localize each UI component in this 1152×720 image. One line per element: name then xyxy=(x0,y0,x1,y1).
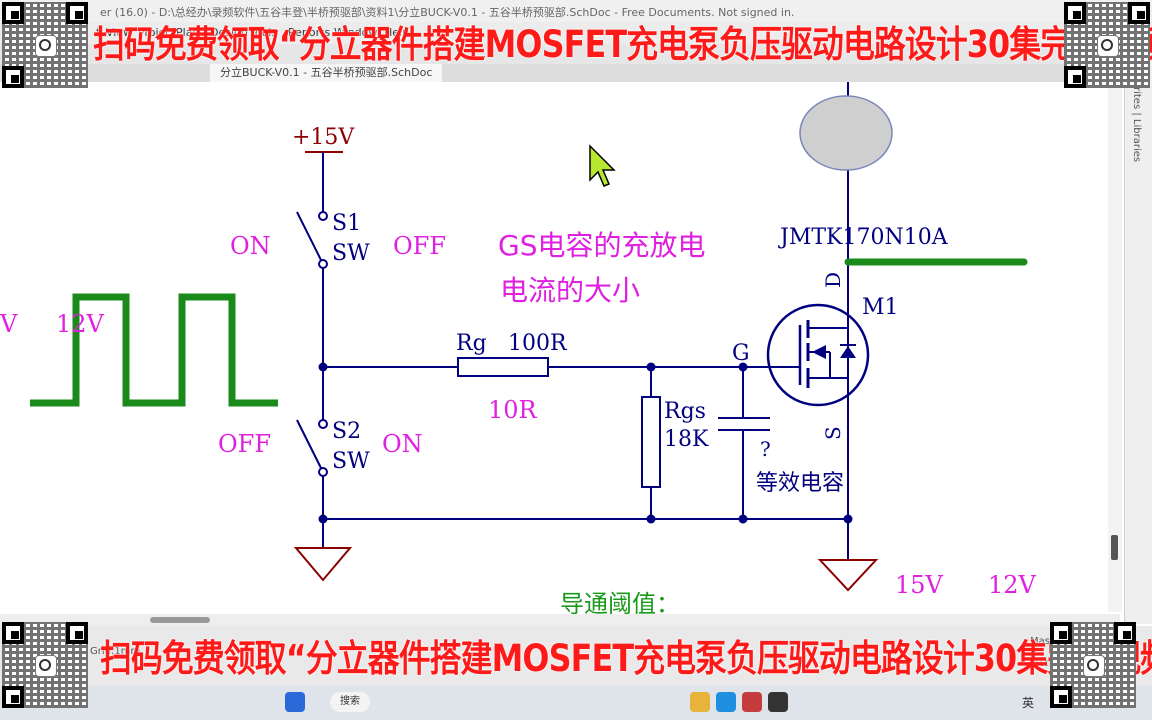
supply-label: +15V xyxy=(292,125,355,150)
status-grid: Grid:1mm xyxy=(90,646,141,657)
mosfet-part: JMTK170N10A xyxy=(778,225,949,250)
taskbar xyxy=(0,686,1152,720)
menu-item-window[interactable]: Window xyxy=(334,26,378,39)
qr-code xyxy=(2,2,88,88)
side-panel[interactable]: Favorites | Libraries xyxy=(1124,44,1152,624)
horizontal-scroll-thumb[interactable] xyxy=(150,617,210,623)
s1-label: S1 xyxy=(332,211,361,236)
status-mas: Mas xyxy=(1030,636,1050,647)
s1-blade xyxy=(296,211,322,261)
menu-item-design[interactable]: Design xyxy=(210,26,248,39)
ground-left xyxy=(293,547,353,582)
rg-alt-value: 10R xyxy=(488,396,538,424)
s1-type: SW xyxy=(332,241,370,266)
pulse-left-label: V xyxy=(0,310,18,338)
toolbar xyxy=(0,44,1152,64)
qr-code xyxy=(2,622,88,708)
start-icon[interactable] xyxy=(285,692,305,712)
mosfet-body xyxy=(766,303,870,407)
source-pin-label: S xyxy=(821,426,845,440)
annotation-line2: 电流的大小 xyxy=(500,274,640,307)
rgs-resistor xyxy=(641,396,661,488)
drain-pin-label: D xyxy=(821,272,845,288)
menu-item-t[interactable]: t xyxy=(96,26,101,39)
ime-indicator[interactable]: 英 xyxy=(1022,696,1035,710)
s1-left-state: ON xyxy=(230,232,271,260)
menu-item-help[interactable]: Help xyxy=(384,26,410,39)
node-gnd-switch xyxy=(318,514,328,524)
menu-bar: t View Project Place Design Tools Report… xyxy=(0,22,1152,44)
volt-15v: 15V xyxy=(895,571,944,599)
mouse-cursor xyxy=(589,144,616,187)
menu-item-reports[interactable]: Reports xyxy=(288,26,331,39)
menu-item-view[interactable]: View xyxy=(106,26,133,39)
pulse-level: 12V xyxy=(56,310,105,338)
mosfet-diode xyxy=(840,346,856,358)
window-title: er (16.0) - D:\总经办\录频软件\五谷丰登\半桥预驱部\资料1\分… xyxy=(100,6,795,19)
s1-right-state: OFF xyxy=(393,232,446,260)
rgs-label: Rgs xyxy=(664,399,706,424)
s2-type: SW xyxy=(332,449,370,474)
menu-item-place[interactable]: Place xyxy=(176,26,206,39)
menu-item-project[interactable]: Project xyxy=(138,26,176,39)
status-bar: Grid:1mm Mas Inst xyxy=(0,626,1152,686)
cap-value: ? xyxy=(760,437,771,461)
ground-right xyxy=(817,559,879,592)
promo-banner-top: 扫码免费领取“分立器件搭建MOSFET充电泵负压驱动电路设计30集完整视频” xyxy=(93,23,1152,66)
s2-bottom-contact xyxy=(318,467,328,477)
rg-label: Rg xyxy=(456,331,487,356)
mosfet-arrow xyxy=(812,345,826,359)
s2-top-contact xyxy=(318,419,328,429)
volt-12v: 12V xyxy=(988,571,1037,599)
vertical-scroll-thumb[interactable] xyxy=(1111,535,1118,560)
mosfet-ref: M1 xyxy=(862,295,899,320)
s2-label: S2 xyxy=(332,419,361,444)
s2-blade xyxy=(296,419,322,469)
s1-bottom-contact xyxy=(318,259,328,269)
cap-note: 等效电容 xyxy=(756,471,844,496)
tab-document[interactable]: 分立BUCK-V0.1 - 五谷半桥预驱部.SchDoc xyxy=(210,64,443,82)
taskbar-search[interactable]: 搜索 xyxy=(330,692,370,712)
s2-left-state: OFF xyxy=(218,430,271,458)
rg-resistor xyxy=(457,357,549,377)
promo-banner-bottom: 扫码免费领取“分立器件搭建MOSFET充电泵负压驱动电路设计30集完整视频” xyxy=(100,637,1152,680)
app-icon[interactable] xyxy=(768,692,788,712)
rgs-value: 18K xyxy=(664,427,709,452)
gate-pin-label: G xyxy=(732,341,750,366)
menu-item-tools[interactable]: Tools xyxy=(250,26,278,39)
side-panel-label[interactable]: Favorites | Libraries xyxy=(1131,64,1142,163)
load-ellipse xyxy=(799,95,893,171)
vertical-scrollbar[interactable] xyxy=(1108,82,1122,612)
app-icon[interactable] xyxy=(742,692,762,712)
qr-code xyxy=(1064,2,1150,88)
browser-icon[interactable] xyxy=(716,692,736,712)
pulse-waveform xyxy=(30,293,278,407)
status-inst: Inst xyxy=(1030,658,1049,669)
rg-value: 100R xyxy=(508,331,568,356)
schematic-canvas[interactable]: +15V S1 SW ON OFF S2 SW OFF ON Rg 100R 1… xyxy=(0,82,1106,614)
s1-top-contact xyxy=(318,211,328,221)
s2-right-state: ON xyxy=(382,430,423,458)
annotation-line1: GS电容的充放电 xyxy=(498,229,705,262)
title-bar: er (16.0) - D:\总经办\录频软件\五谷丰登\半桥预驱部\资料1\分… xyxy=(0,0,1152,22)
horizontal-scrollbar[interactable] xyxy=(0,614,1120,626)
threshold-label: 导通阈值： xyxy=(560,590,680,614)
folder-icon[interactable] xyxy=(690,692,710,712)
qr-code xyxy=(1050,622,1136,708)
